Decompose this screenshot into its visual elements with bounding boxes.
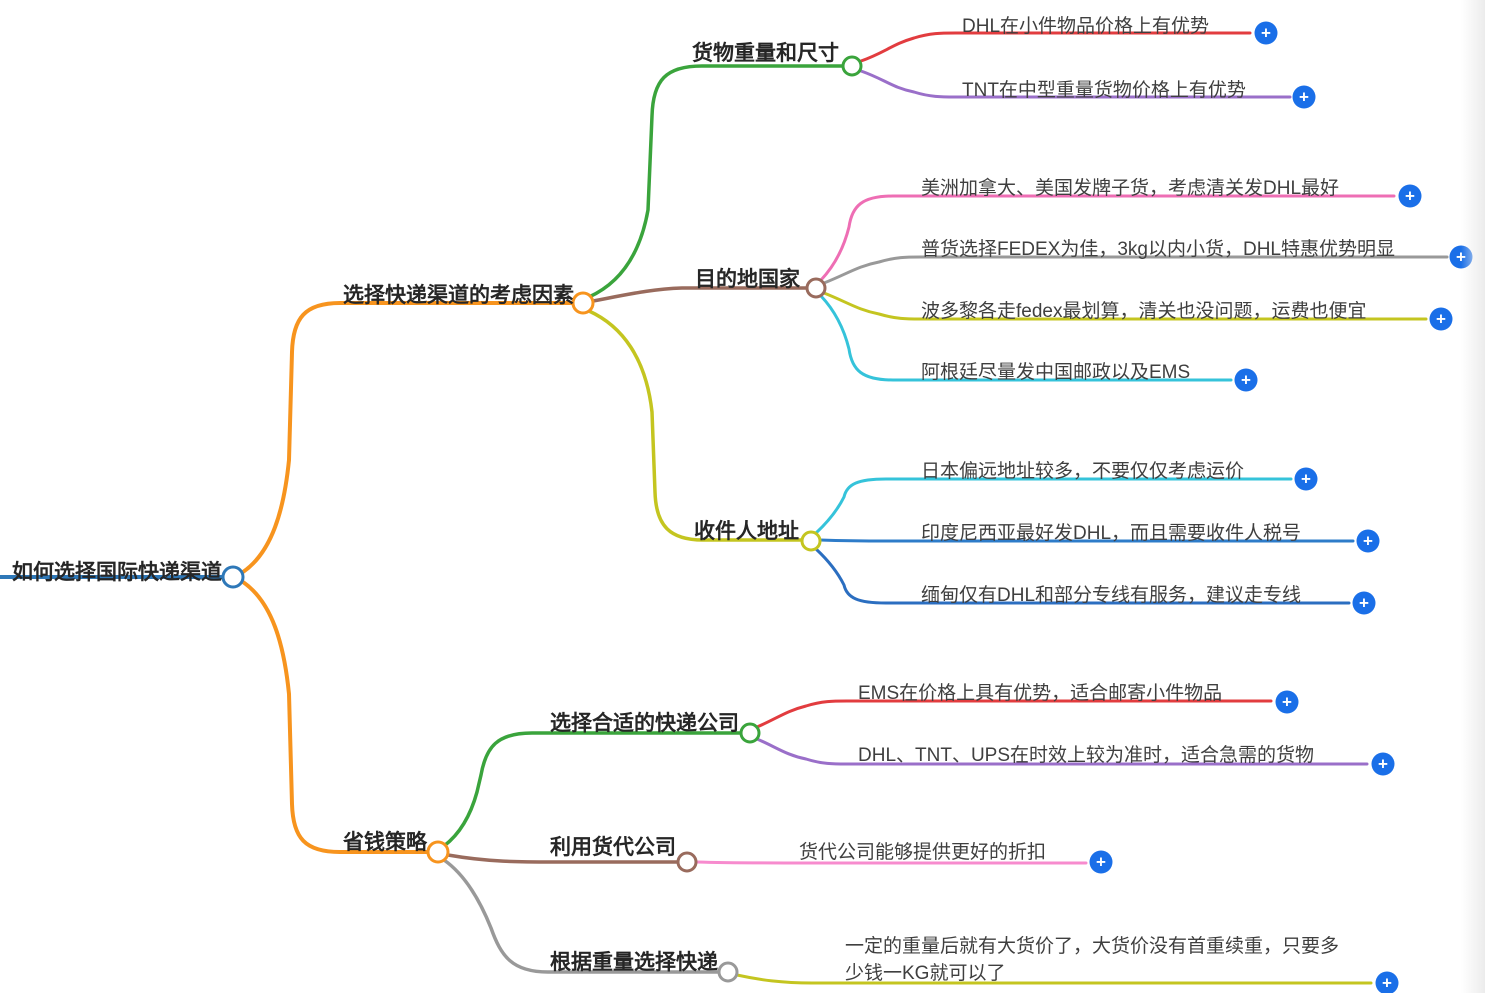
plus-icon: + xyxy=(1282,692,1292,711)
plus-icon: + xyxy=(1241,370,1251,389)
edge-factors-weight xyxy=(587,64,845,299)
topic-saving[interactable]: 省钱策略 xyxy=(343,831,427,854)
plus-icon: + xyxy=(1299,87,1309,106)
topic-by-weight[interactable]: 根据重量选择快递 xyxy=(550,951,718,974)
edge-factors-recipient xyxy=(587,309,804,542)
node-circle-saving[interactable] xyxy=(426,840,450,864)
leaf-dhl-small[interactable]: DHL在小件物品价格上有优势 xyxy=(962,16,1210,37)
node-circle-recipient[interactable] xyxy=(800,530,822,552)
node-circle-dest[interactable] xyxy=(805,277,827,299)
edge-saving-company xyxy=(442,731,743,848)
edge-saving-forwarder xyxy=(446,853,680,864)
topic-recipient[interactable]: 收件人地址 xyxy=(694,520,799,543)
plus-icon: + xyxy=(1363,531,1373,550)
leaf-puerto-rico[interactable]: 波多黎各走fedex最划算，清关也没问题，运费也便宜 xyxy=(921,301,1367,322)
edge-dest-general xyxy=(822,255,1449,285)
leaf-argentina[interactable]: 阿根廷尽量发中国邮政以及EMS xyxy=(921,362,1191,383)
plus-icon: + xyxy=(1301,469,1311,488)
leaf-express-timely[interactable]: DHL、TNT、UPS在时效上较为准时，适合急需的货物 xyxy=(858,745,1315,766)
add-child-button[interactable]: + xyxy=(1089,850,1113,874)
add-child-button[interactable]: + xyxy=(1294,467,1318,491)
leaf-forwarder-discount[interactable]: 货代公司能够提供更好的折扣 xyxy=(799,842,1047,863)
topic-company[interactable]: 选择合适的快递公司 xyxy=(550,712,739,735)
add-child-button[interactable]: + xyxy=(1375,971,1399,993)
topic-factors[interactable]: 选择快递渠道的考虑因素 xyxy=(343,284,574,307)
leaf-tnt-mid[interactable]: TNT在中型重量货物价格上有优势 xyxy=(962,80,1246,101)
node-circle-factors[interactable] xyxy=(571,291,595,315)
leaf-myanmar[interactable]: 缅甸仅有DHL和部分专线有服务，建议走专线 xyxy=(921,585,1302,606)
leaf-indonesia[interactable]: 印度尼西亚最好发DHL，而且需要收件人税号 xyxy=(921,523,1302,544)
edge-factors-dest xyxy=(591,286,809,303)
edge-dest-puerto xyxy=(822,291,1428,321)
plus-icon: + xyxy=(1261,23,1271,42)
leaf-general-cargo[interactable]: 普货选择FEDEX为佳，3kg以内小货，DHL特惠优势明显 xyxy=(921,239,1395,260)
edge-root-factors xyxy=(241,301,575,574)
edge-root-saving xyxy=(241,580,430,854)
edge-recipient-myanmar xyxy=(814,547,1351,605)
edge-byweight-bulk xyxy=(735,973,1373,985)
add-child-button[interactable]: + xyxy=(1398,184,1422,208)
add-child-button[interactable]: + xyxy=(1234,368,1258,392)
plus-icon: + xyxy=(1096,852,1106,871)
leaf-japan[interactable]: 日本偏远地址较多，不要仅仅考虑运价 xyxy=(921,461,1245,482)
edge-company-ems xyxy=(755,699,1273,729)
leaf-america[interactable]: 美洲加拿大、美国发牌子货，考虑清关发DHL最好 xyxy=(921,178,1340,199)
topic-forwarder[interactable]: 利用货代公司 xyxy=(550,836,676,859)
edge-recipient-japan xyxy=(814,477,1293,535)
plus-icon: + xyxy=(1405,186,1415,205)
node-circle-company[interactable] xyxy=(739,722,761,744)
add-child-button[interactable]: + xyxy=(1292,85,1316,109)
edge-dest-america xyxy=(819,194,1396,282)
node-circle-forwarder[interactable] xyxy=(676,851,698,873)
add-child-button[interactable]: + xyxy=(1254,21,1278,45)
edge-dest-argentina xyxy=(819,294,1233,382)
plus-icon: + xyxy=(1436,309,1446,328)
add-child-button[interactable]: + xyxy=(1429,307,1453,331)
add-child-button[interactable]: + xyxy=(1356,529,1380,553)
edge-weight-dhl xyxy=(859,31,1252,63)
add-child-button[interactable]: + xyxy=(1352,591,1376,615)
topic-weight-size[interactable]: 货物重量和尺寸 xyxy=(692,42,839,65)
edge-saving-byweight xyxy=(442,858,721,974)
edge-weight-tnt xyxy=(859,69,1292,99)
leaf-bulk-price[interactable]: 一定的重量后就有大货价了，大货价没有首重续重，只要多少钱一KG就可以了 xyxy=(845,936,1340,984)
edge-recipient-indonesia xyxy=(818,538,1355,543)
node-circle-byweight[interactable] xyxy=(717,961,739,983)
topic-dest-country[interactable]: 目的地国家 xyxy=(695,268,800,291)
root-topic[interactable]: 如何选择国际快递渠道 xyxy=(12,561,222,584)
leaf-ems-price[interactable]: EMS在价格上具有优势，适合邮寄小件物品 xyxy=(858,683,1223,704)
node-circle-root[interactable] xyxy=(221,565,245,589)
node-circle-weight[interactable] xyxy=(841,55,863,77)
edge-company-express xyxy=(755,737,1369,766)
plus-icon: + xyxy=(1382,973,1392,992)
plus-icon: + xyxy=(1378,754,1388,773)
right-edge-shadow xyxy=(1461,0,1485,993)
plus-icon: + xyxy=(1359,593,1369,612)
add-child-button[interactable]: + xyxy=(1275,690,1299,714)
add-child-button[interactable]: + xyxy=(1371,752,1395,776)
edge-forwarder-discount xyxy=(694,860,1088,865)
